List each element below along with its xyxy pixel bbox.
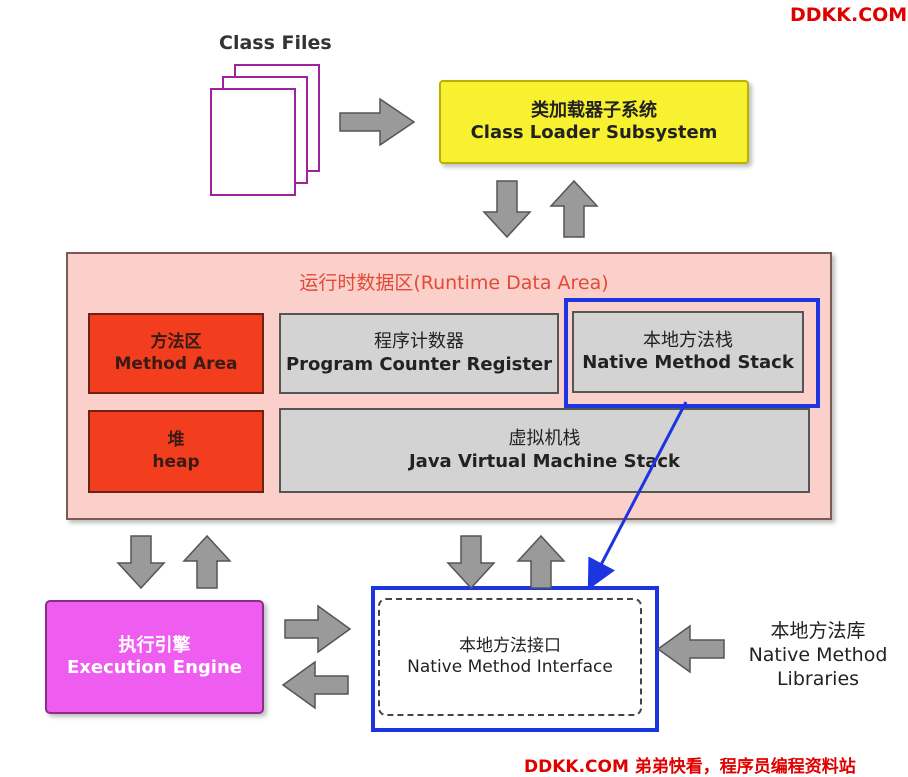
arrow-libraries-to-interface xyxy=(656,624,725,674)
pc-register-cn: 程序计数器 xyxy=(374,331,464,352)
execution-engine-box: 执行引擎 Execution Engine xyxy=(45,600,264,714)
arrow-runtime-to-engine-down xyxy=(116,535,166,590)
native-method-interface-box: 本地方法接口 Native Method Interface xyxy=(378,598,642,716)
native-method-stack-box: 本地方法栈 Native Method Stack xyxy=(572,311,804,393)
heap-box: 堆 heap xyxy=(88,410,264,493)
class-loader-en: Class Loader Subsystem xyxy=(470,122,718,143)
method-area-en: Method Area xyxy=(114,353,238,374)
pc-register-en: Program Counter Register xyxy=(285,353,553,375)
arrow-runtime-up xyxy=(549,179,599,238)
execution-engine-cn: 执行引擎 xyxy=(118,634,191,656)
arrow-loader-down xyxy=(482,180,532,239)
heap-cn: 堆 xyxy=(167,430,185,451)
arrow-native-stack-to-interface xyxy=(587,401,688,590)
watermark-bottom: DDKK.COM 弟弟快看，程序员编程资料站 xyxy=(524,757,856,777)
jvm-stack-box: 虚拟机栈 Java Virtual Machine Stack xyxy=(279,408,810,493)
class-loader-cn: 类加载器子系统 xyxy=(531,99,657,121)
arrow-engine-to-runtime-up xyxy=(182,534,232,589)
native-libraries-en1: Native Method xyxy=(748,643,888,666)
native-interface-en: Native Method Interface xyxy=(407,657,613,677)
native-interface-cn: 本地方法接口 xyxy=(459,635,561,656)
file-sheet-front xyxy=(210,88,296,196)
arrow-files-to-loader xyxy=(339,97,416,147)
class-files-label: Class Files xyxy=(219,32,332,54)
runtime-data-area-title: 运行时数据区(Runtime Data Area) xyxy=(299,272,609,294)
native-stack-highlight xyxy=(564,298,820,408)
native-libraries-en2: Libraries xyxy=(776,667,860,690)
native-stack-cn: 本地方法栈 xyxy=(643,329,733,351)
arrow-interface-to-runtime-up xyxy=(516,534,566,589)
jvm-stack-cn: 虚拟机栈 xyxy=(508,428,581,449)
program-counter-register-box: 程序计数器 Program Counter Register xyxy=(279,313,559,394)
method-area-cn: 方法区 xyxy=(150,332,202,353)
native-method-libraries-label: 本地方法库 Native Method Libraries xyxy=(738,620,898,691)
arrow-runtime-to-interface-down xyxy=(446,535,496,590)
watermark-top: DDKK.COM xyxy=(790,4,908,26)
heap-en: heap xyxy=(152,451,200,472)
arrow-interface-to-engine xyxy=(281,660,349,710)
native-stack-en: Native Method Stack xyxy=(582,352,794,373)
native-libraries-cn: 本地方法库 xyxy=(770,620,866,642)
execution-engine-en: Execution Engine xyxy=(66,657,242,678)
jvm-stack-en: Java Virtual Machine Stack xyxy=(408,450,680,472)
native-method-interface-highlight xyxy=(371,586,659,732)
method-area-box: 方法区 Method Area xyxy=(88,313,264,394)
arrow-engine-to-interface xyxy=(284,604,352,654)
class-loader-subsystem: 类加载器子系统 Class Loader Subsystem xyxy=(439,80,749,164)
